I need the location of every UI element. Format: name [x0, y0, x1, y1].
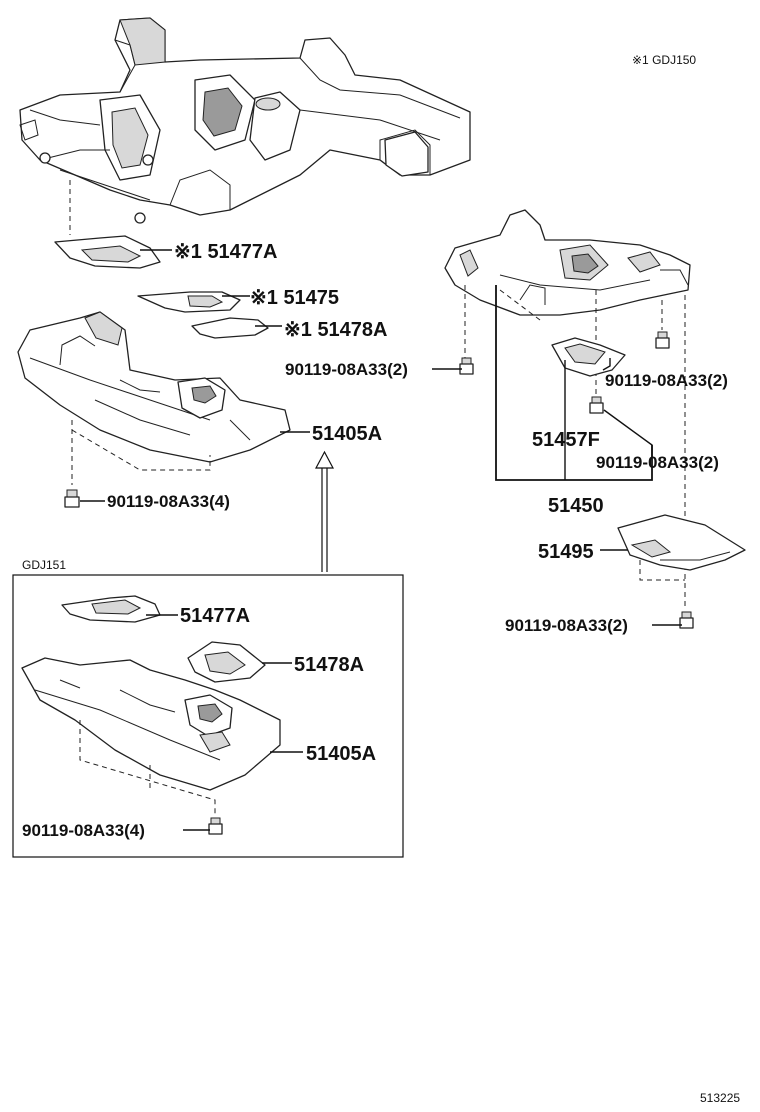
arrow-up-icon: [315, 450, 334, 572]
inset-title: GDJ151: [22, 558, 66, 572]
label-51450: 51450: [548, 495, 604, 517]
bolt-icon: [64, 489, 80, 508]
label-51405a-top: 51405A: [312, 423, 382, 445]
label-51457f: 51457F: [532, 429, 600, 451]
label-51477a-inset: 51477A: [180, 605, 250, 627]
inset-box-gdj151: [12, 574, 404, 858]
label-bolt-right-2: 90119-08A33(2): [596, 453, 719, 472]
bolt-icon: [589, 396, 604, 414]
bolt-icon: [208, 817, 223, 835]
label-51478a-top: ※1 51478A: [284, 319, 388, 341]
diagram-number: 513225: [700, 1091, 740, 1105]
label-51475: ※1 51475: [250, 287, 339, 309]
label-51495: 51495: [538, 541, 594, 563]
part-51405a-inset: [21, 657, 281, 791]
bolt-icon: [655, 331, 670, 349]
part-51450-underplate: [444, 209, 691, 316]
bolt-icon: [459, 357, 474, 375]
label-51405a-inset: 51405A: [306, 743, 376, 765]
label-bolt-left-top: 90119-08A33(4): [107, 492, 230, 511]
part-51457f: [551, 337, 626, 377]
label-51477a-top: ※1 51477A: [174, 241, 278, 263]
part-51478a-inset: [187, 641, 266, 683]
part-51495: [617, 514, 746, 571]
bracket-51450: [495, 285, 653, 481]
part-51477a-top: [54, 235, 161, 269]
note-gdj150: ※1 GDJ150: [632, 53, 696, 67]
frame-chassis-illustration: [19, 17, 471, 224]
part-51477a-inset: [61, 595, 161, 623]
part-51405a-top: [17, 311, 291, 463]
label-bolt-center: 90119-08A33(2): [285, 360, 408, 379]
label-bolt-right-1: 90119-08A33(2): [605, 371, 728, 390]
part-51478a-top: [191, 317, 269, 339]
label-bolt-inset: 90119-08A33(4): [22, 821, 145, 840]
part-51475: [137, 291, 241, 313]
label-51478a-inset: 51478A: [294, 654, 364, 676]
label-bolt-right-3: 90119-08A33(2): [505, 616, 628, 635]
bolt-icon: [679, 611, 694, 629]
